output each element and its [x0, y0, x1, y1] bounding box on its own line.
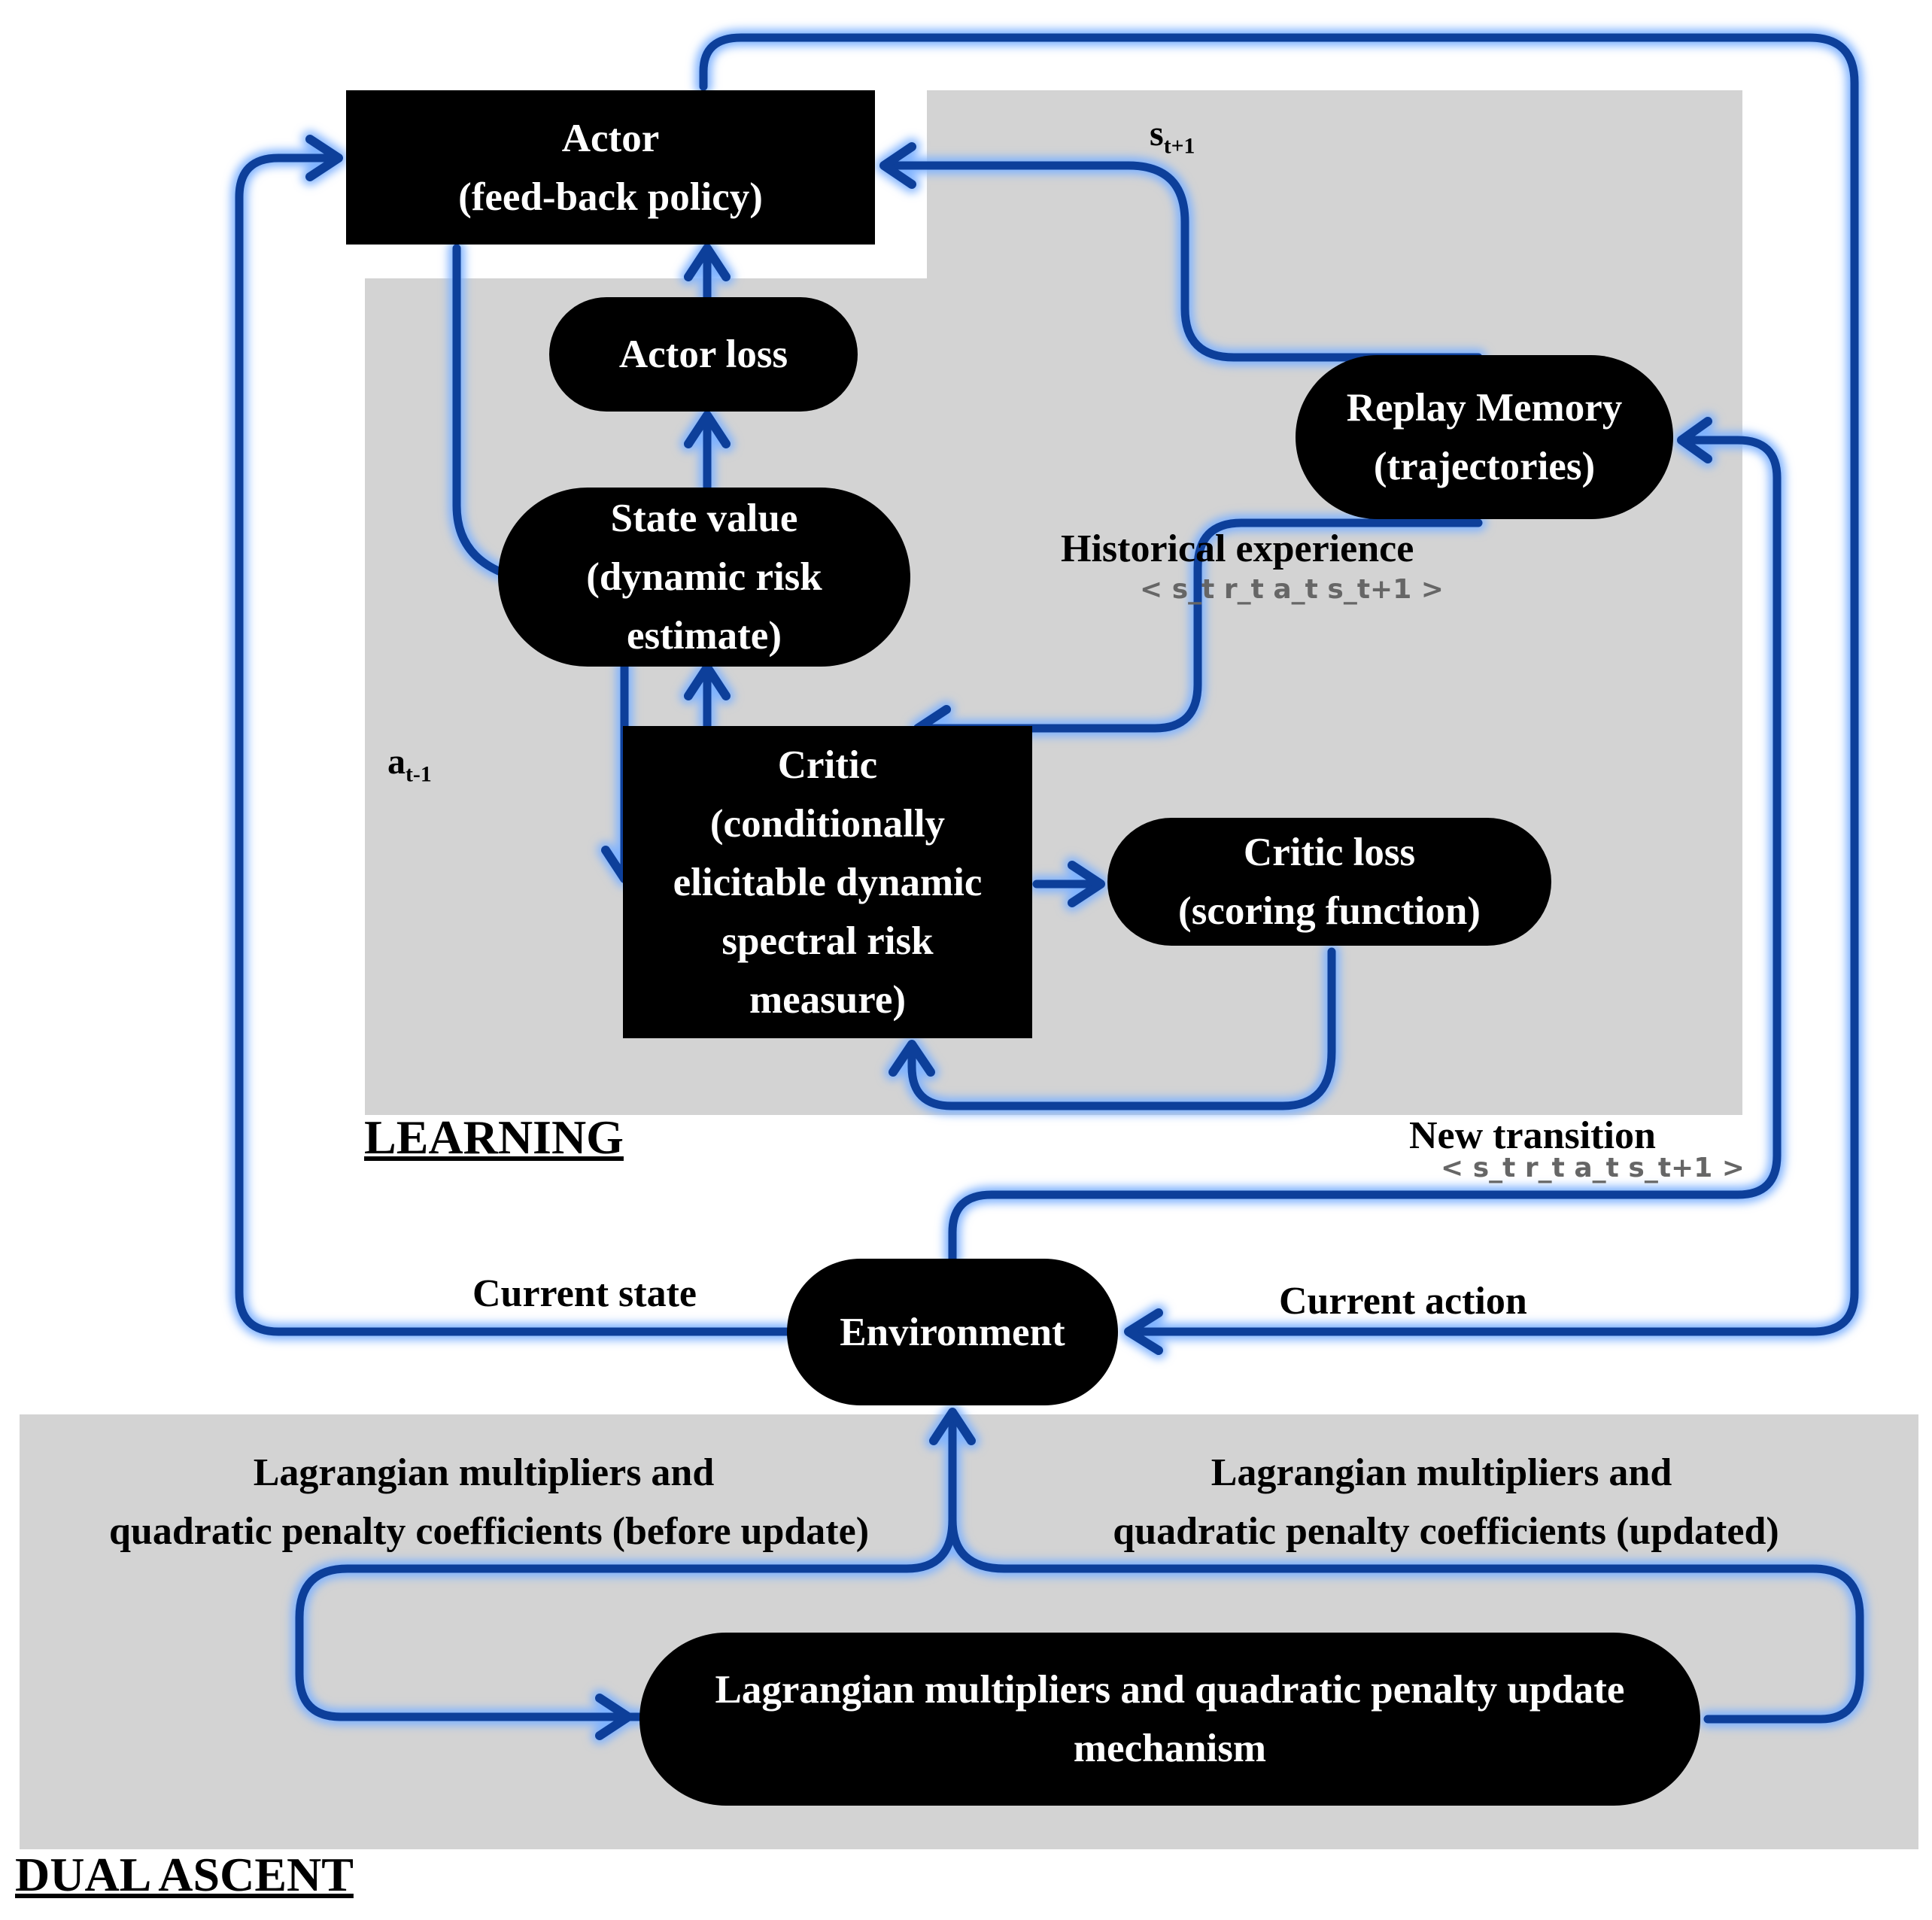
historical-tuple: < s_t r_t a_t s_t+1 >: [1140, 574, 1444, 605]
learning-section-title: LEARNING: [364, 1110, 624, 1164]
learning-panel-top: [927, 90, 1742, 278]
update-mechanism-node: Lagrangian multipliers and quadratic pen…: [639, 1633, 1700, 1806]
arrowhead-actor-left: [305, 135, 343, 181]
state-value-line3: estimate): [626, 614, 782, 658]
update-mechanism-line2: mechanism: [1073, 1727, 1267, 1770]
actor-loss-title: Actor loss: [618, 333, 788, 376]
lagrange-after-line1: Lagrangian multipliers and: [1211, 1451, 1672, 1494]
arrowhead-actorloss-up: [684, 244, 731, 281]
new-transition-tuple: < s_t r_t a_t s_t+1 >: [1441, 1153, 1745, 1183]
lagrange-after-line2: quadratic penalty coefficients (updated): [1113, 1510, 1779, 1553]
critic-loss-subtitle: (scoring function): [1178, 889, 1481, 933]
replay-memory-title: Replay Memory: [1346, 386, 1623, 430]
historical-experience-label: Historical experience: [1061, 527, 1414, 570]
s-next-label: st+1: [1150, 113, 1195, 159]
update-mechanism-title: Lagrangian multipliers and quadratic pen…: [715, 1668, 1625, 1712]
actor-node: Actor (feed-back policy): [346, 90, 875, 245]
critic-loss-title: Critic loss: [1243, 831, 1416, 874]
arrowhead-actor-right-glow: [876, 138, 920, 193]
arrowhead-env-right: [1124, 1308, 1163, 1355]
critic-title: Critic: [777, 743, 878, 787]
state-value-title: State value: [610, 497, 798, 540]
critic-loss-node: Critic loss (scoring function): [1107, 818, 1551, 946]
actor-loss-node: Actor loss: [549, 297, 858, 412]
environment-title: Environment: [840, 1310, 1065, 1354]
arrowhead-actor-left-glow: [302, 131, 347, 185]
s-next-base: s: [1150, 114, 1164, 153]
dual-ascent-section-title: DUAL ASCENT: [15, 1848, 354, 1901]
critic-line5: measure): [749, 977, 906, 1022]
arrowhead-actor-right: [879, 142, 916, 189]
critic-line3: elicitable dynamic: [673, 860, 983, 904]
replay-memory-node: Replay Memory (trajectories): [1296, 355, 1673, 519]
critic-line2: (conditionally: [709, 801, 946, 846]
critic-line4: spectral risk: [721, 919, 934, 963]
a-prev-sub: t-1: [406, 761, 432, 787]
s-next-sub: t+1: [1163, 133, 1195, 159]
a-prev-label: at-1: [387, 741, 432, 788]
critic-node: Critic (conditionally elicitable dynamic sp…: [623, 726, 1032, 1038]
current-action-label: Current action: [1279, 1280, 1527, 1323]
arrowhead-actorloss-up-glow: [680, 240, 734, 285]
environment-node: Environment: [787, 1259, 1118, 1405]
lagrange-before-line2: quadratic penalty coefficients (before u…: [108, 1510, 870, 1553]
new-transition-label: New transition: [1409, 1114, 1656, 1157]
lagrange-before-line1: Lagrangian multipliers and: [253, 1451, 715, 1494]
actor-title: Actor: [561, 116, 660, 160]
state-value-node: State value (dynamic risk estimate): [498, 488, 910, 667]
arrowhead-env-right-glow: [1120, 1305, 1167, 1359]
actor-subtitle: (feed-back policy): [458, 175, 763, 219]
current-state-label: Current state: [472, 1272, 697, 1315]
a-prev-base: a: [387, 742, 406, 782]
replay-memory-subtitle: (trajectories): [1373, 445, 1596, 488]
state-value-line2: (dynamic risk: [586, 555, 822, 599]
